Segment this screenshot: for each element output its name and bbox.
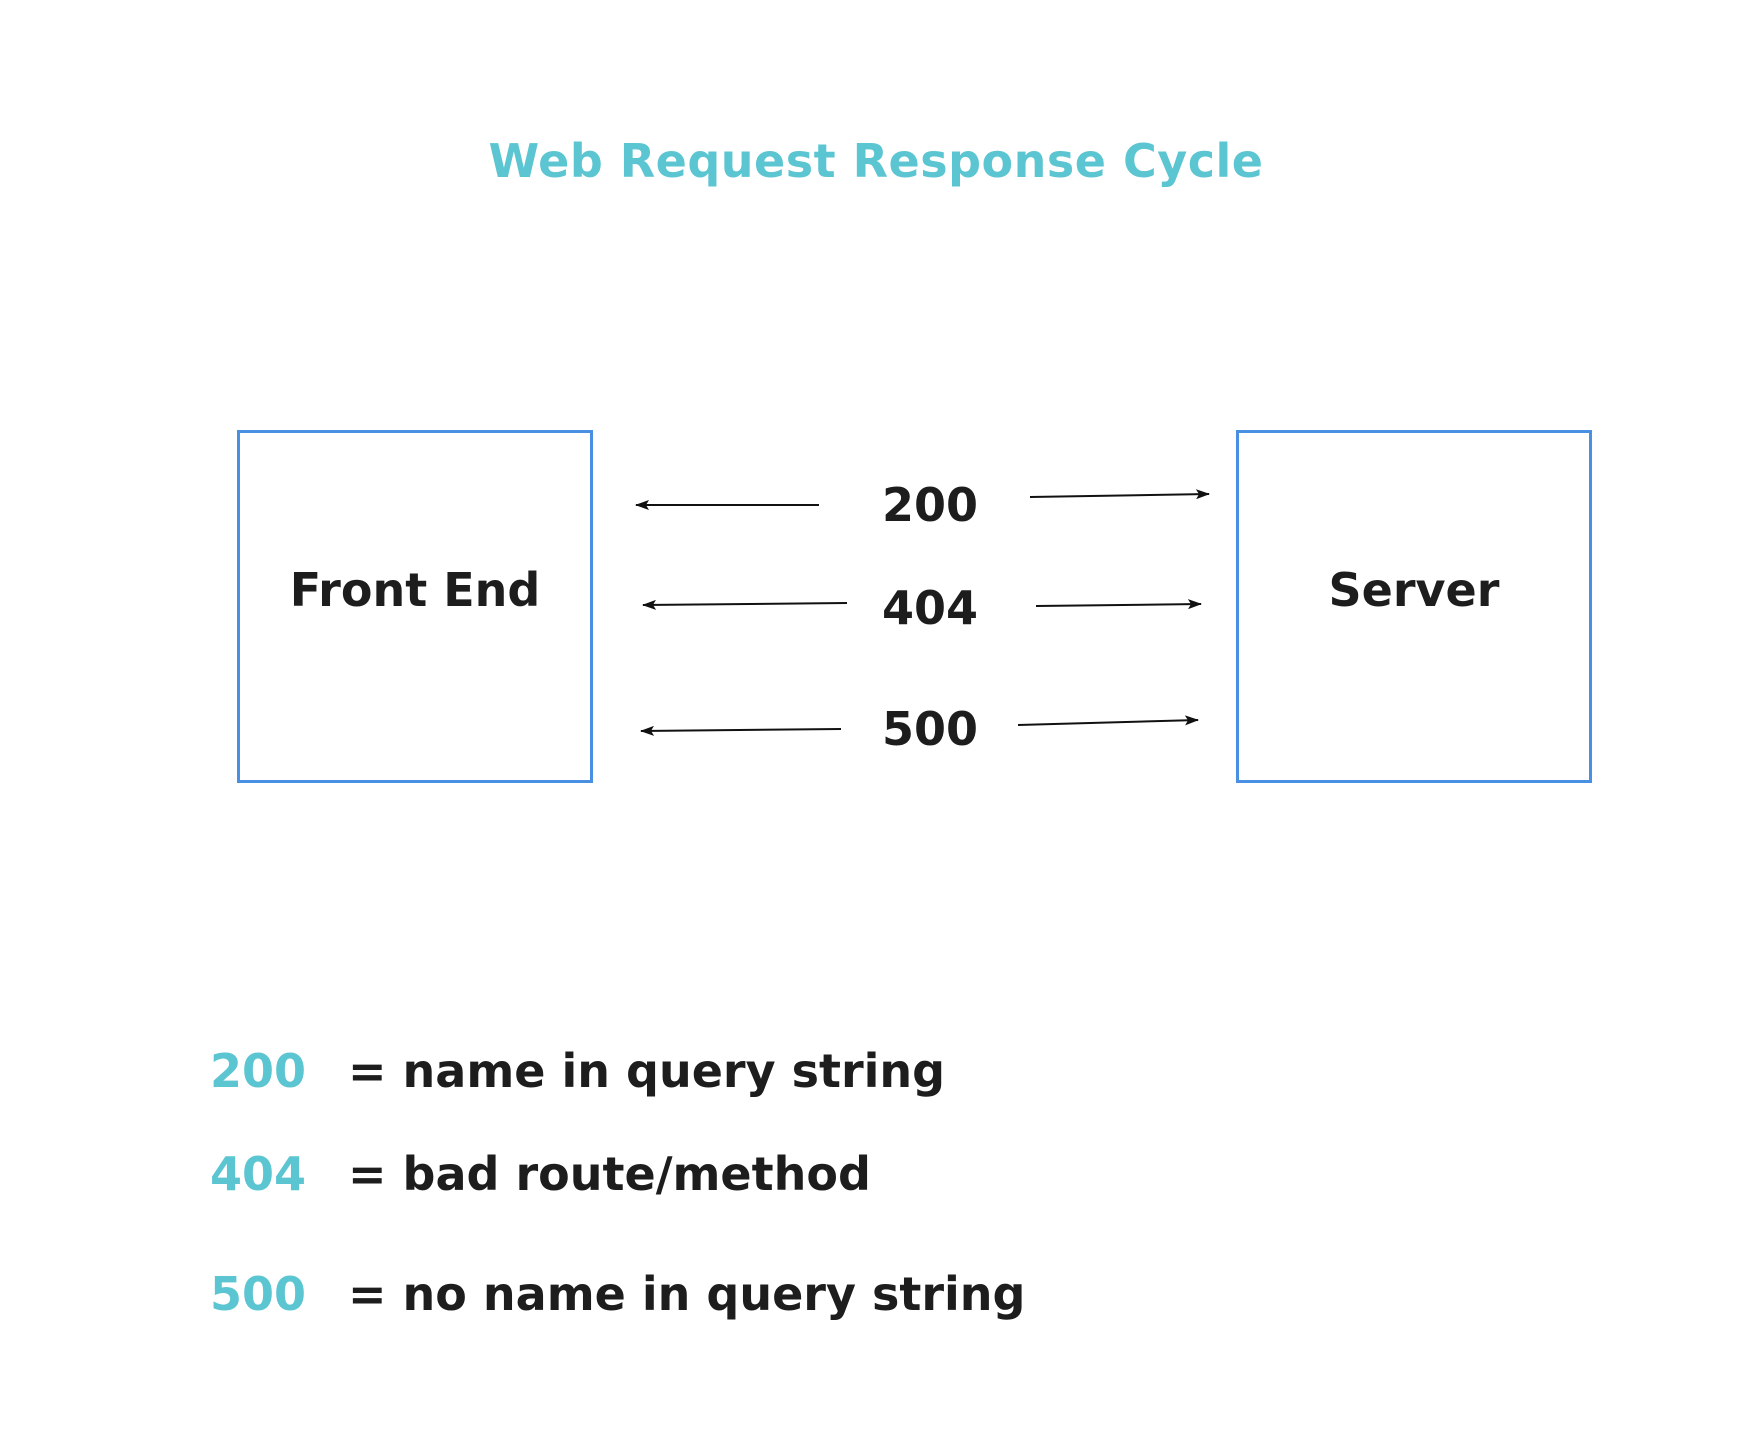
diagram-title: Web Request Response Cycle: [488, 134, 1264, 188]
arrow-200-to-server: [1029, 489, 1210, 500]
front-end-box: Front End: [237, 430, 593, 783]
status-code-404: 404: [881, 581, 979, 635]
server-label: Server: [1328, 562, 1500, 617]
legend-description: = no name in query string: [348, 1267, 1026, 1321]
legend-description: = name in query string: [348, 1044, 946, 1098]
front-end-label: Front End: [289, 562, 541, 617]
server-box: Server: [1236, 430, 1592, 783]
legend-code: 200: [210, 1044, 307, 1098]
arrow-404-to-server: [1035, 599, 1202, 610]
arrow-500-to-server: [1017, 715, 1199, 726]
arrow-404-to-front-end: [642, 599, 848, 610]
arrow-500-to-front-end: [640, 725, 842, 736]
status-code-500: 500: [881, 702, 979, 756]
legend-code: 500: [210, 1267, 307, 1321]
legend-description: = bad route/method: [348, 1147, 871, 1201]
status-code-200: 200: [881, 478, 979, 532]
legend-code: 404: [210, 1147, 307, 1201]
